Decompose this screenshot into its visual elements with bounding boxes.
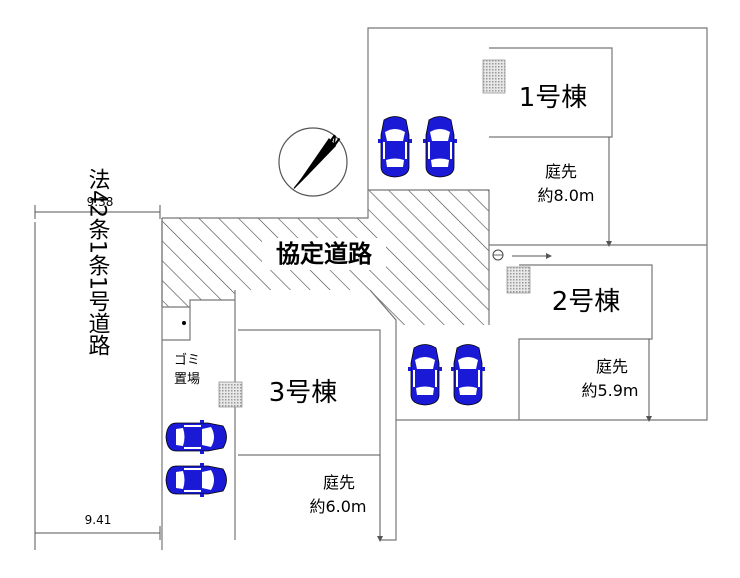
building-3-label: 3号棟 — [269, 378, 338, 408]
meter-box-3 — [218, 381, 243, 408]
road-label-bg — [262, 238, 386, 270]
road-label: 協定道路 — [276, 240, 373, 268]
lot-lines — [161, 27, 708, 550]
compass-needle — [293, 138, 336, 190]
compass: N — [278, 127, 348, 197]
building-1-garden-label: 庭先 — [545, 162, 577, 181]
building-1-label: 1号棟 — [519, 83, 588, 113]
building-2-garden-label: 庭先 — [596, 357, 628, 376]
building-3-garden-label: 庭先 — [323, 473, 355, 492]
building-3-garden-distance: 約6.0m — [309, 497, 366, 516]
west-road-label: 法42条1条1号道路 — [85, 168, 111, 356]
dimension-top-label: 9.38 — [87, 195, 114, 209]
meter-box-2 — [506, 266, 531, 294]
dimension-arrows — [377, 241, 652, 542]
meter-box-1 — [482, 59, 506, 94]
dimension-markers — [34, 137, 650, 550]
dimension-bottom-label: 9.41 — [85, 513, 112, 527]
building-2-label: 2号棟 — [552, 287, 621, 317]
garbage-point — [182, 321, 186, 325]
building-1-garden-distance: 約8.0m — [537, 186, 594, 205]
garbage-label-line2: 置場 — [174, 372, 200, 387]
building-2-garden-distance: 約5.9m — [581, 381, 638, 400]
garbage-label-line1: ゴミ — [174, 352, 200, 368]
